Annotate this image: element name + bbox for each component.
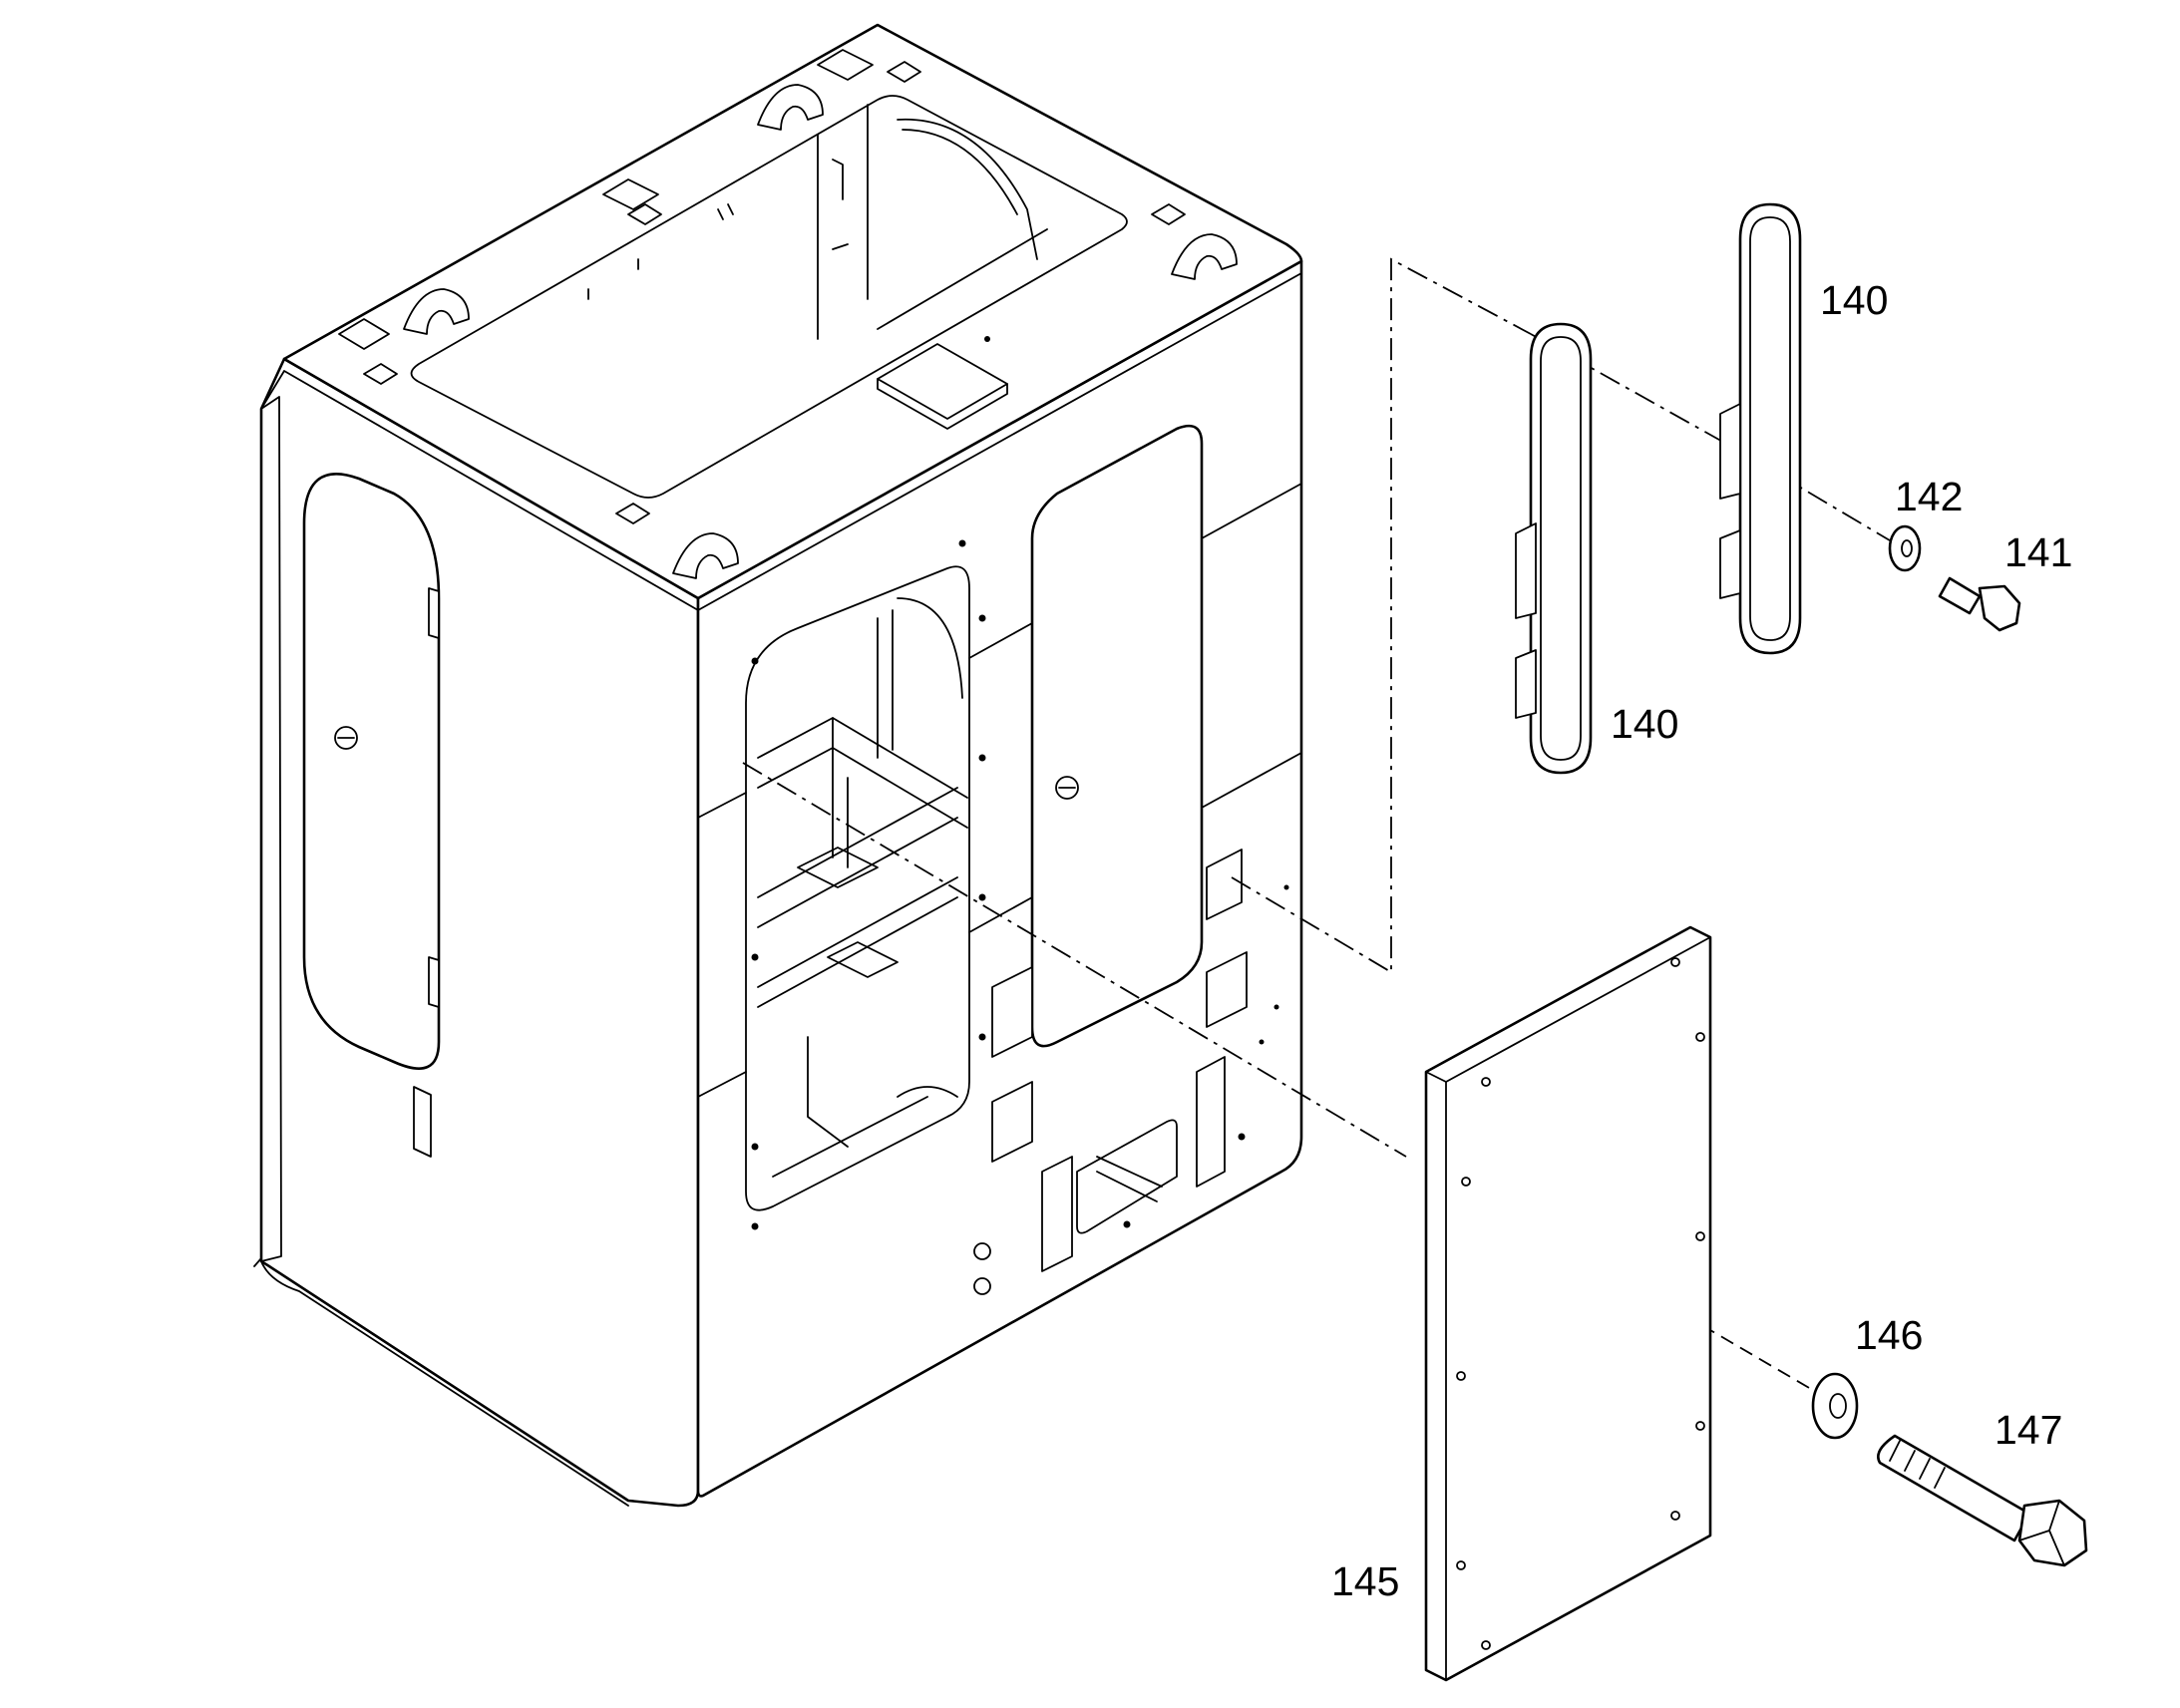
front-mount-block-3 bbox=[1206, 849, 1243, 920]
left-side-door bbox=[302, 473, 441, 1070]
washer-small bbox=[1888, 524, 1922, 572]
front-port-2 bbox=[973, 1277, 991, 1295]
bolt-large bbox=[1877, 1434, 2088, 1567]
callout-washer-large: 146 bbox=[1855, 1312, 1923, 1358]
callout-bolt-small: 141 bbox=[2004, 529, 2072, 575]
bolt-small bbox=[1938, 576, 2021, 632]
front-bar-left bbox=[1041, 1156, 1073, 1272]
front-mount-block-1 bbox=[991, 966, 1033, 1058]
callout-handle-lower: 140 bbox=[1611, 701, 1678, 747]
callout-side-panel: 145 bbox=[1331, 1558, 1399, 1604]
handle-lower bbox=[1515, 322, 1593, 775]
door-knob-front bbox=[1055, 776, 1079, 800]
side-panel bbox=[1424, 925, 1712, 1682]
washer-large bbox=[1811, 1372, 1859, 1440]
top-corner-pads bbox=[338, 49, 1186, 524]
front-bar-right bbox=[1196, 1056, 1226, 1188]
top-opening bbox=[410, 95, 1128, 499]
callout-handle-upper: 140 bbox=[1820, 277, 1888, 323]
handle-upper bbox=[1719, 202, 1802, 655]
front-right-door bbox=[1030, 424, 1204, 1048]
panel-rivets bbox=[751, 539, 1289, 1230]
door-knob-side bbox=[334, 726, 358, 750]
lifting-eyes bbox=[403, 84, 1238, 579]
callout-washer-small: 142 bbox=[1895, 474, 1963, 519]
front-lower-slot bbox=[1076, 1119, 1178, 1234]
front-port-1 bbox=[973, 1242, 991, 1260]
front-window bbox=[745, 565, 970, 1211]
frame-cabinet bbox=[253, 23, 1303, 1508]
callout-bolt-large: 147 bbox=[1995, 1407, 2062, 1453]
front-mount-block-4 bbox=[1206, 951, 1248, 1028]
side-latch bbox=[413, 1086, 432, 1158]
front-mount-block-2 bbox=[991, 1081, 1033, 1163]
